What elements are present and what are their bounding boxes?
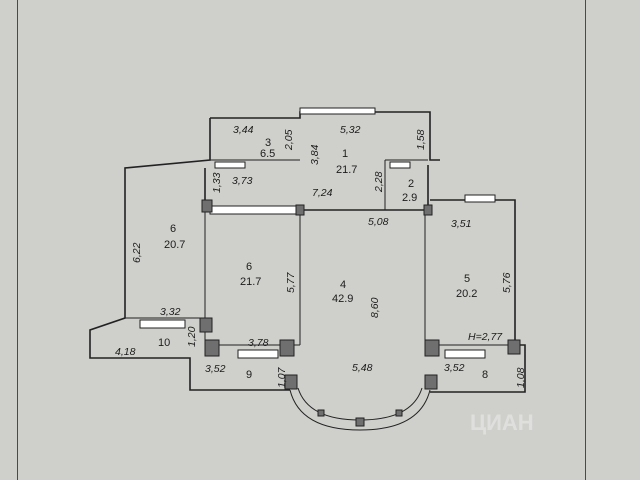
dim-6-22: 6,22 [131,242,143,263]
room-6-area: 21.7 [240,276,261,288]
dim-3-84: 3,84 [309,144,321,165]
left-frame-line [17,0,18,480]
room-7-number: 6 [170,223,176,235]
dim-7-24: 7,24 [312,187,333,199]
dim-5-77: 5,77 [285,271,297,293]
room-2-area: 2.9 [402,192,417,204]
dim-1-58: 1,58 [415,129,427,150]
dim-5-08: 5,08 [368,216,389,228]
room-7-area: 20.7 [164,239,185,251]
bay-window-arc [289,387,431,431]
windows [139,107,496,359]
room-4-area: 42.9 [332,293,353,305]
room-1-number: 1 [342,148,348,160]
dim-5-76: 5,76 [501,272,513,293]
dim-1-07: 1,07 [276,366,288,388]
room-1-area: 21.7 [336,164,357,176]
dim-5-32: 5,32 [340,124,361,136]
dim-3-32: 3,32 [160,306,181,318]
dim-1-33: 1,33 [211,172,223,193]
dim-1-20: 1,20 [186,326,198,347]
room-10-number: 10 [158,337,170,349]
dim-4-18: 4,18 [115,346,136,358]
dim-3-51: 3,51 [451,218,471,230]
dim-3-44: 3,44 [233,124,254,136]
columns [199,199,521,390]
room-5-number: 5 [464,273,470,285]
right-frame-line [585,0,586,480]
room-3-area: 6.5 [260,148,275,160]
dim-3-73: 3,73 [232,175,253,187]
dim-3-52-left: 3,52 [205,363,226,375]
room-2-number: 2 [408,178,414,190]
dimension-labels: 3,44 5,32 3,73 7,24 5,08 3,51 3,32 4,18 … [115,124,527,388]
watermark: ЦИАН [470,410,534,435]
dim-2-05: 2,05 [283,129,295,151]
height-label: H=2,77 [468,331,503,343]
dim-5-48: 5,48 [352,362,373,374]
room-3-number: 3 [265,137,271,149]
room-labels: 3 6.5 1 21.7 2 2.9 6 20.7 6 21.7 4 42.9 … [158,137,488,381]
dim-2-28: 2,28 [373,171,385,193]
dim-3-52-right: 3,52 [444,362,465,374]
room-8-number: 8 [482,369,488,381]
room-9-number: 9 [246,369,252,381]
room-5-area: 20.2 [456,288,477,300]
dim-8-60: 8,60 [369,297,381,318]
room-6-number: 6 [246,261,252,273]
dim-1-08: 1,08 [515,367,527,388]
dim-3-78: 3,78 [248,337,269,349]
room-4-number: 4 [340,279,346,291]
